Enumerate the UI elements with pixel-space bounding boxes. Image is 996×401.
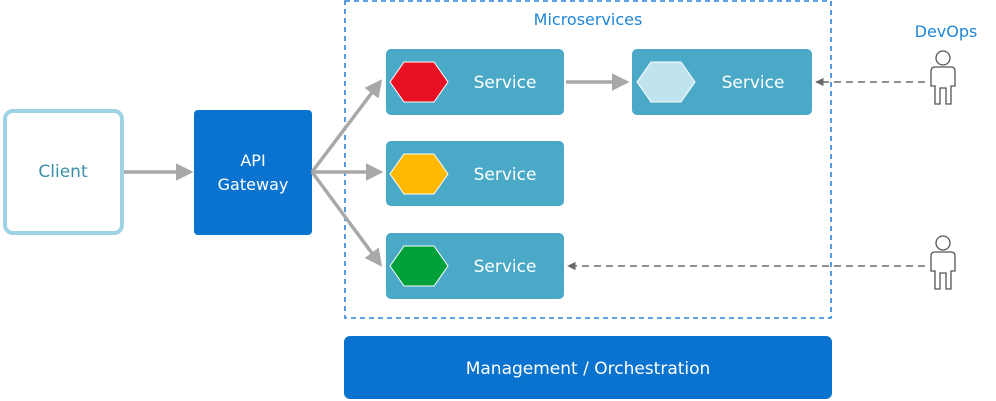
service-yellow-label: Service [474,165,537,185]
service-lightblue[interactable]: Service [632,49,812,115]
client-label: Client [38,162,88,182]
microservices-container [344,0,832,319]
service-green-label: Service [474,257,537,277]
service-red-label: Service [474,73,537,93]
hexagon-icon [636,61,696,103]
api-gateway-label-line1: API [240,151,265,170]
service-lightblue-label: Service [722,73,785,93]
hexagon-icon [389,61,449,103]
gateway-to-service-green-arrow [310,170,383,267]
devops-label: DevOps [915,22,978,41]
service-red[interactable]: Service [386,49,564,115]
service-green[interactable]: Service [386,233,564,299]
hexagon-icon [389,245,449,287]
management-orchestration-label: Management / Orchestration [466,359,711,379]
management-orchestration-bar[interactable] [344,336,832,399]
api-gateway-box[interactable] [194,110,312,235]
api-gateway-label-line2: Gateway [218,175,289,194]
person-icon [930,235,956,290]
gateway-to-service-red-arrow [310,79,383,174]
service-yellow[interactable]: Service [386,141,564,206]
microservices-title: Microservices [534,10,643,29]
person-icon [930,50,956,105]
hexagon-icon [389,153,449,195]
client-box[interactable] [3,109,124,235]
